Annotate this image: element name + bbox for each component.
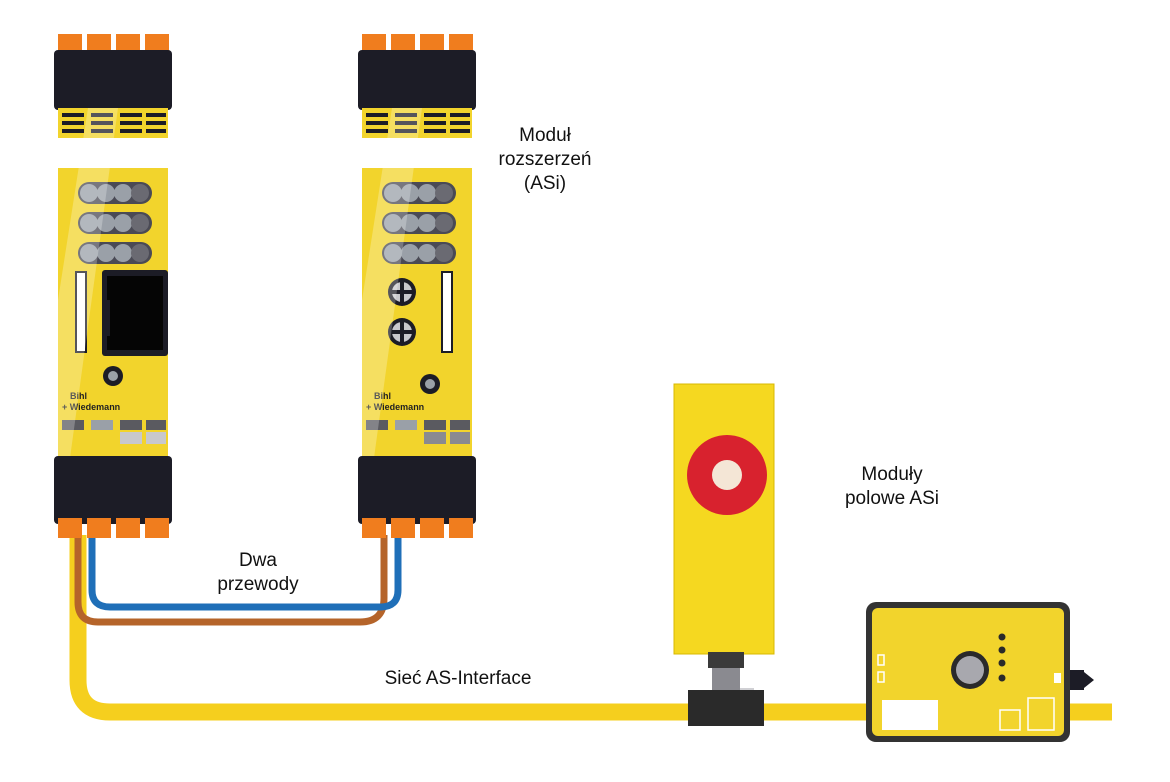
top-terminals xyxy=(58,34,169,54)
label-strip xyxy=(75,271,87,353)
brand-line1: Bihl xyxy=(374,391,391,401)
label-field-modules-line2: polowe ASi xyxy=(845,488,939,509)
top-terminals xyxy=(362,34,473,54)
cable-connector xyxy=(688,690,764,726)
vent-slots xyxy=(62,113,166,133)
brand-line2: + Wiedemann xyxy=(366,402,424,412)
label-extension-module: Moduł rozszerzeń (ASi) xyxy=(499,125,592,194)
as-interface-cable xyxy=(69,535,1112,721)
label-area xyxy=(882,700,938,730)
compact-field-module xyxy=(866,602,1094,742)
bottom-tabs xyxy=(366,420,470,444)
bottom-tabs xyxy=(62,420,166,444)
brand-line2: + Wiedemann xyxy=(62,402,120,412)
display-screen xyxy=(102,270,168,356)
led-rows xyxy=(78,182,152,264)
vent-slots xyxy=(366,113,470,133)
screw-icon xyxy=(388,278,416,306)
label-extension-line2: rozszerzeń xyxy=(499,149,592,170)
label-network: Sieć AS-Interface xyxy=(385,668,532,689)
estop-field-module xyxy=(673,383,775,726)
master-module: Bihl + Wiedemann xyxy=(54,34,172,538)
led-rows xyxy=(382,182,456,264)
label-extension-line1: Moduł xyxy=(519,125,572,146)
bottom-terminals xyxy=(58,518,169,538)
extension-module: Bihl + Wiedemann xyxy=(358,34,476,538)
label-field-modules: Moduły polowe ASi xyxy=(845,464,939,509)
bottom-terminals xyxy=(362,518,473,538)
label-two-wires: Dwa przewody xyxy=(217,550,299,595)
blue-wire xyxy=(88,535,402,611)
screw-icon xyxy=(388,318,416,346)
label-strip xyxy=(441,271,453,353)
brand-line1: Bihl xyxy=(70,391,87,401)
label-field-modules-line1: Moduły xyxy=(861,464,923,485)
label-two-wires-line1: Dwa xyxy=(239,550,277,571)
label-extension-line3: (ASi) xyxy=(524,173,566,194)
label-two-wires-line2: przewody xyxy=(217,574,299,595)
